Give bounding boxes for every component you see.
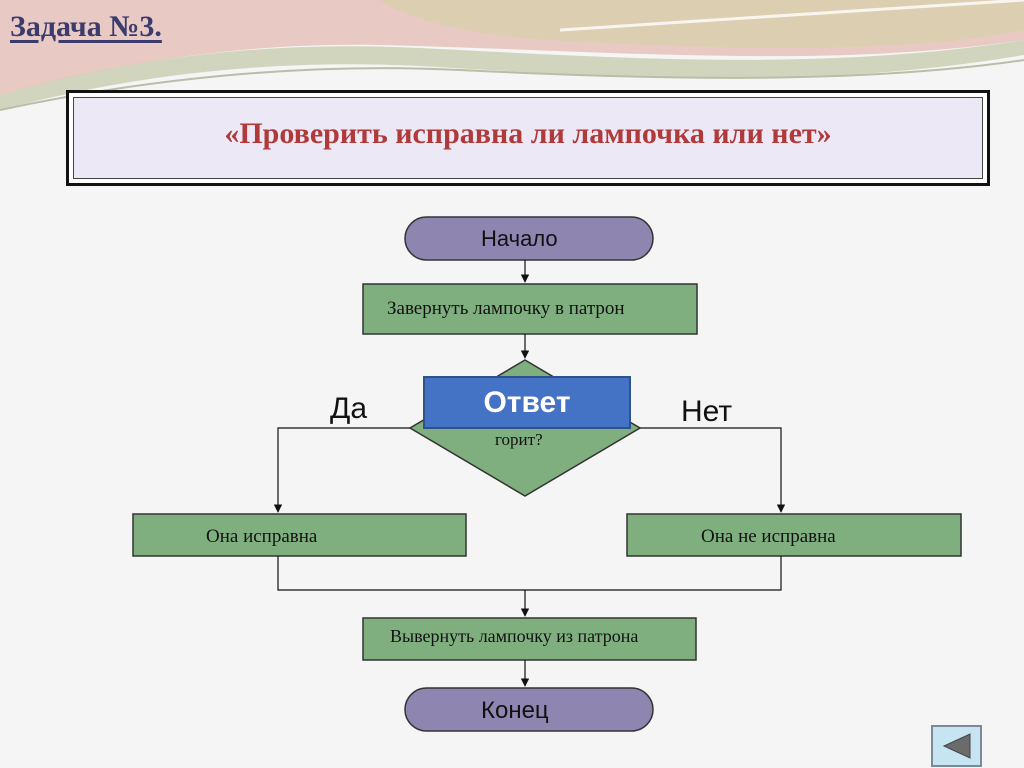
connector-no	[640, 427, 786, 513]
branch-yes-label: Да	[330, 392, 368, 425]
process-result-ok	[132, 513, 467, 557]
condition-label: горит?	[495, 430, 543, 449]
result-bad-label: Она не исправна	[701, 526, 836, 547]
result-ok-label: Она исправна	[206, 526, 318, 547]
connector-yes	[273, 427, 410, 513]
back-navigation-button[interactable]	[931, 725, 982, 767]
process-screw-out	[362, 617, 697, 661]
answer-button[interactable]: Ответ	[423, 376, 631, 429]
start-label: Начало	[481, 226, 558, 251]
screw-out-label: Вывернуть лампочку из патрона	[390, 626, 639, 646]
branch-no-label: Нет	[681, 395, 733, 428]
triangle-left-icon	[942, 733, 971, 759]
process-screw-in	[362, 283, 698, 335]
start-terminal	[404, 216, 654, 261]
end-label: Конец	[481, 697, 549, 724]
connector-merge	[277, 556, 782, 591]
slide-title: Задача №3.	[10, 10, 162, 43]
process-result-bad	[626, 513, 962, 557]
screw-in-label: Завернуть лампочку в патрон	[387, 298, 625, 319]
end-terminal	[404, 687, 654, 732]
task-box: «Проверить исправна ли лампочка или нет»	[73, 97, 983, 179]
task-statement: «Проверить исправна ли лампочка или нет»	[224, 117, 832, 150]
task-frame: «Проверить исправна ли лампочка или нет»	[66, 90, 990, 186]
decorative-waves	[0, 0, 1024, 111]
